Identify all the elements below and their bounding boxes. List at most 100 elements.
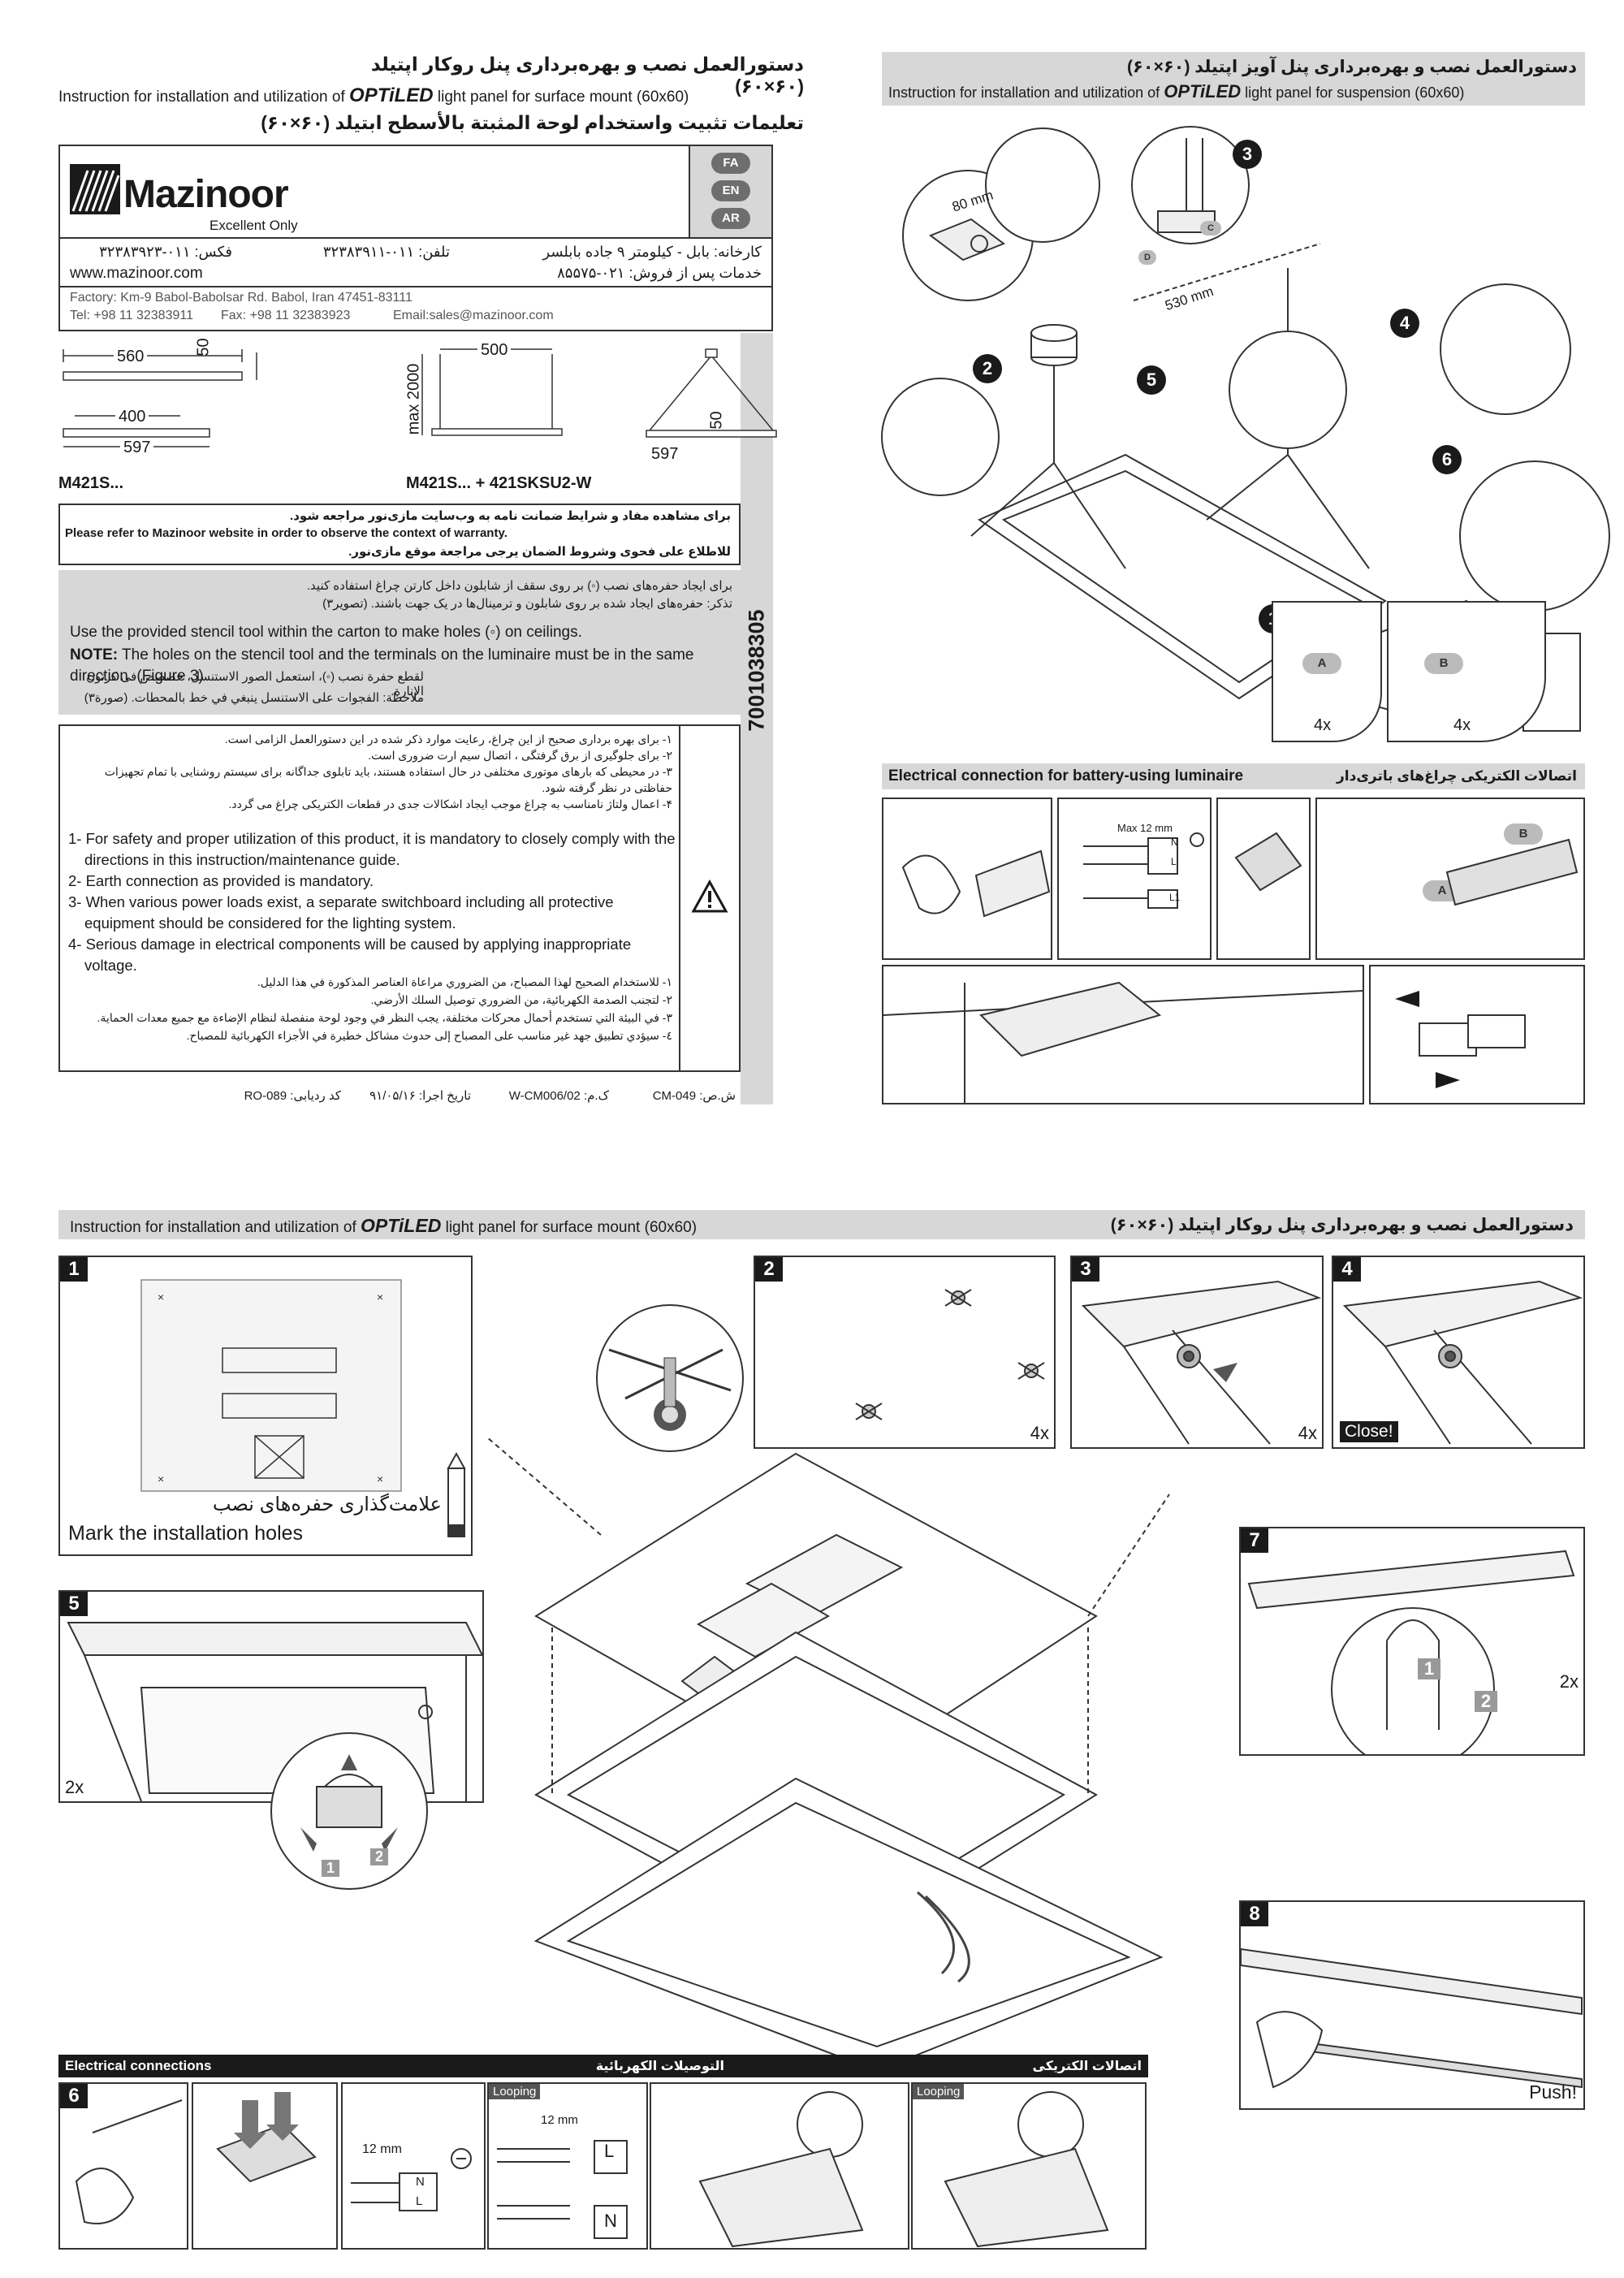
safety-en-list: 1- For safety and proper utilization of … (68, 828, 677, 976)
dim-597a: 597 (120, 439, 154, 457)
header-divider-2 (60, 286, 771, 287)
battery-panel-2: Max 12 mm N L L1 (1057, 798, 1212, 960)
right-title-en-pre: Instruction for installation and utiliza… (888, 84, 1160, 101)
stencil-note-label: NOTE: (70, 646, 119, 664)
right-title-en-post: light panel for suspension (60x60) (1245, 84, 1465, 101)
dim-max2000: max 2000 (404, 363, 423, 435)
battery-install-icon (883, 981, 1363, 1103)
dim-50a: 50 (194, 338, 213, 357)
step-6-number: 6 (60, 2084, 88, 2108)
step-5-circle: 5 (1137, 365, 1166, 395)
model-b: M421S... + 421SKSU2-W (406, 474, 592, 492)
step-5-magnifier (270, 1732, 428, 1890)
fax-en: Fax: +98 11 32383923 (221, 309, 351, 322)
step-2-number: 2 (755, 1257, 783, 1282)
elec-panel-2 (192, 2082, 338, 2250)
step-5-box: 5 2x (58, 1590, 484, 1803)
step-7-sub-2: 2 (1475, 1691, 1497, 1712)
website[interactable]: www.mazinoor.com (70, 265, 203, 282)
elec-panel-4: Looping 12 mm L N (487, 2082, 648, 2250)
wire-12mm-a: 12 mm (362, 2142, 402, 2156)
warranty-fa: برای مشاهده مفاد و شرایط ضمانت نامه به و… (290, 509, 731, 523)
elec-panel-3: 12 mm N L (341, 2082, 486, 2250)
safety-ar-list: ١- للاستخدام الصحيح لهذا المصباح، من الض… (71, 973, 672, 1044)
warning-triangle-icon (691, 879, 728, 913)
svg-text:×: × (158, 1472, 164, 1485)
step-5-count: 2x (65, 1777, 84, 1797)
step-4-drawing (1342, 1280, 1583, 1445)
safety-ar-item: ٢- لتجنب الصدمة الكهربائية، من الضروري ت… (370, 993, 673, 1006)
exploded-illustration (486, 1437, 1170, 2073)
factory-fa: کارخانه: بابل - کیلومتر ۹ جاده بابلسر (542, 244, 762, 260)
battery-panel-1 (882, 798, 1052, 960)
battery-term-l1: L1 (1169, 892, 1181, 903)
battery-wire-diagram (1083, 832, 1204, 909)
screw-magnifier (596, 1304, 744, 1452)
right-title-bar: دستورالعمل نصب و بهره‌برداری پنل آویز اپ… (882, 52, 1585, 106)
step-6-circle: 6 (1432, 445, 1462, 474)
wire-term-l-a: L (416, 2194, 423, 2208)
factory-en: Factory: Km-9 Babol-Babolsar Rd. Babol, … (70, 291, 412, 305)
battery-term-l: L (1171, 856, 1177, 867)
code-km: ک.م: W-CM006/02 (508, 1089, 609, 1103)
safety-ar-item: ١- للاستخدام الصحيح لهذا المصباح، من الض… (257, 975, 672, 988)
warranty-box: برای مشاهده مفاد و شرایط ضمانت نامه به و… (58, 504, 741, 565)
logo: Mazinoor Excellent Only (70, 161, 362, 234)
screw-icon (855, 1403, 883, 1420)
wire-term-n-a: N (416, 2175, 425, 2189)
part-a-label: A (1302, 653, 1341, 674)
wiring-diagram-a (351, 2148, 472, 2211)
warning-panel (679, 726, 739, 1070)
step-5-number: 5 (60, 1592, 88, 1616)
dimension-drawings (63, 348, 777, 447)
logo-mark-icon (70, 164, 120, 214)
dim-500: 500 (477, 341, 512, 360)
safety-fa-item: ۳- در محیطی که بارهای موتوری مختلفی در ح… (104, 765, 672, 794)
company-header-box: Mazinoor Excellent Only FA EN AR فکس: ۰۱… (58, 145, 773, 331)
barcode-strip: 7001038305 (741, 333, 773, 1104)
stencil-fa2: تذکر: حفره‌های ایجاد شده بر روی شابلون و… (322, 597, 732, 611)
bottom-brand: OPTiLED (361, 1215, 442, 1236)
safety-en-item: 2- Earth connection as provided is manda… (68, 872, 374, 889)
step-7-drawing (1247, 1550, 1575, 1754)
step-2-circle: 2 (973, 354, 1002, 383)
step-5-sub-2: 2 (370, 1848, 388, 1865)
screw-icon (944, 1289, 972, 1307)
battery-unit-icon (1445, 838, 1579, 906)
elec-panel-1: 6 (58, 2082, 188, 2250)
right-title-en: Instruction for installation and utiliza… (888, 81, 1464, 102)
bottom-title-fa: دستورالعمل نصب و بهره‌برداری پنل روکار ا… (1110, 1216, 1574, 1234)
svg-text:×: × (377, 1290, 383, 1303)
step-1-box: 1 ×× ×× علامت‌گذاری حفره‌های نصب Mark th… (58, 1256, 473, 1556)
lang-tab-ar[interactable]: AR (711, 208, 750, 229)
elec-title-fa: اتصالات الکتریکی (1032, 2060, 1142, 2073)
part-c-label: C (1200, 221, 1221, 236)
code-ro: کد ردیابی: RO-089 (244, 1089, 341, 1103)
elec-title-en: Electrical connections (65, 2058, 212, 2073)
lang-tab-en[interactable]: EN (711, 180, 750, 201)
lang-tab-fa[interactable]: FA (711, 153, 750, 174)
safety-ar-item: ٤- سيؤدي تطبيق جهد غير مناسب على المصباح… (186, 1029, 672, 1042)
left-title-en-pre: Instruction for installation and utiliza… (58, 89, 345, 106)
dim-597b: 597 (648, 445, 682, 464)
mark-holes-en: Mark the installation holes (68, 1522, 304, 1545)
hand-terminal-icon (698, 2091, 864, 2248)
step-7-sub-1: 1 (1418, 1658, 1440, 1679)
elec-panel-6: Looping (911, 2082, 1147, 2250)
barcode-text: 7001038305 (744, 609, 769, 732)
detail-count-a: 4x (1314, 716, 1332, 734)
battery-part-b: B (1504, 823, 1543, 845)
email[interactable]: Email:sales@mazinoor.com (393, 309, 554, 322)
stencil-box: برای ایجاد حفره‌های نصب (◦) بر روی سقف ا… (58, 570, 741, 715)
terminal-block-icon (216, 2092, 317, 2183)
step-8-number: 8 (1241, 1902, 1268, 1926)
stencil-fa1: برای ایجاد حفره‌های نصب (◦) بر روی سقف ا… (306, 579, 732, 593)
stencil-en2: NOTE: The holes on the stencil tool and … (70, 645, 736, 687)
battery-title-fa: اتصالات الکتریکی چراغ‌های باتری‌دار (1337, 768, 1577, 784)
model-a: M421S... (58, 474, 124, 492)
elec-panel-5 (650, 2082, 909, 2250)
svg-text:×: × (158, 1290, 164, 1303)
safety-fa-item: ۲- برای جلوگیری از برق گرفتگی ، اتصال سی… (368, 749, 672, 762)
code-date: تاریخ اجرا: ۹۱/۰۵/۱۶ (369, 1089, 471, 1103)
battery-title-en: Electrical connection for battery-using … (888, 767, 1244, 785)
